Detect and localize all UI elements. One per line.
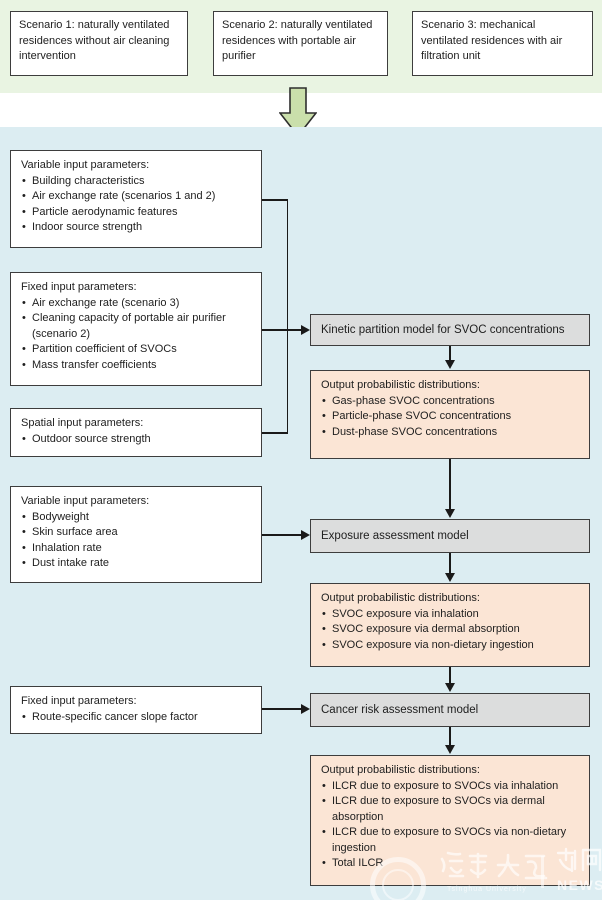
model-label: Cancer risk assessment model [321, 704, 479, 716]
bullet-item: Partition coefficient of SVOCs [21, 342, 251, 358]
input-box-spatial: Spatial input parameters: Outdoor source… [10, 408, 262, 457]
bullet-item: Skin surface area [21, 525, 251, 541]
bullet-list: Air exchange rate (scenario 3) Cleaning … [21, 296, 251, 374]
bullet-item: Outdoor source strength [21, 432, 251, 448]
connector-line [262, 199, 288, 201]
box-title: Output probabilistic distributions: [321, 764, 480, 776]
connector-line [449, 553, 451, 574]
bullet-item: Air exchange rate (scenarios 1 and 2) [21, 189, 251, 205]
box-title: Fixed input parameters: [21, 695, 137, 707]
arrowhead-down-icon [444, 360, 455, 369]
connector-line [262, 432, 288, 434]
connector-line [449, 727, 451, 746]
input-box-building: Variable input parameters: Building char… [10, 150, 262, 248]
down-arrow-icon [279, 87, 317, 137]
arrowhead-right-icon [301, 529, 310, 540]
connector-line [262, 708, 303, 710]
connector-line [449, 459, 451, 510]
connector-line [262, 534, 303, 536]
scenario-box-1: Scenario 1: naturally ventilated residen… [10, 11, 188, 76]
bullet-item: SVOC exposure via dermal absorption [321, 622, 579, 638]
box-title: Output probabilistic distributions: [321, 592, 480, 604]
bullet-item: Building characteristics [21, 174, 251, 190]
arrowhead-right-icon [301, 703, 310, 714]
connector-trunk-line [286, 199, 289, 433]
bullet-item: Mass transfer coefficients [21, 358, 251, 374]
output-box-ilcr: Output probabilistic distributions: ILCR… [310, 755, 590, 886]
bullet-list: Outdoor source strength [21, 432, 251, 448]
bullet-item: SVOC exposure via non-dietary ingestion [321, 638, 579, 654]
input-box-cancer-slope: Fixed input parameters: Route-specific c… [10, 686, 262, 734]
model-label: Exposure assessment model [321, 530, 469, 542]
bullet-list: Route-specific cancer slope factor [21, 710, 251, 726]
connector-line [449, 667, 451, 684]
model-box-kinetic-partition: Kinetic partition model for SVOC concent… [310, 314, 590, 346]
model-box-exposure-assessment: Exposure assessment model [310, 519, 590, 553]
bullet-item: Particle-phase SVOC concentrations [321, 409, 579, 425]
bullet-item: Gas-phase SVOC concentrations [321, 394, 579, 410]
output-box-concentrations: Output probabilistic distributions: Gas-… [310, 370, 590, 459]
input-box-fixed-air: Fixed input parameters: Air exchange rat… [10, 272, 262, 386]
bullet-item: Route-specific cancer slope factor [21, 710, 251, 726]
model-label: Kinetic partition model for SVOC concent… [321, 324, 565, 336]
bullet-list: SVOC exposure via inhalation SVOC exposu… [321, 607, 579, 654]
arrowhead-down-icon [444, 509, 455, 518]
input-box-bodyweight: Variable input parameters: Bodyweight Sk… [10, 486, 262, 583]
bullet-list: Bodyweight Skin surface area Inhalation … [21, 510, 251, 572]
arrowhead-down-icon [444, 683, 455, 692]
bullet-item: Air exchange rate (scenario 3) [21, 296, 251, 312]
output-box-exposure: Output probabilistic distributions: SVOC… [310, 583, 590, 667]
scenario-box-2: Scenario 2: naturally ventilated residen… [213, 11, 388, 76]
box-title: Variable input parameters: [21, 159, 150, 171]
bullet-item: ILCR due to exposure to SVOCs via inhala… [321, 779, 579, 795]
bullet-item: ILCR due to exposure to SVOCs via dermal… [321, 794, 579, 825]
box-title: Output probabilistic distributions: [321, 379, 480, 391]
bullet-item: Dust-phase SVOC concentrations [321, 425, 579, 441]
scenario-2-label: Scenario 2: naturally ventilated residen… [222, 19, 373, 62]
bullet-item: SVOC exposure via inhalation [321, 607, 579, 623]
bullet-item: Indoor source strength [21, 220, 251, 236]
scenario-3-label: Scenario 3: mechanical ventilated reside… [421, 19, 563, 62]
arrowhead-down-icon [444, 745, 455, 754]
bullet-item: ILCR due to exposure to SVOCs via non-di… [321, 825, 579, 856]
connector-line [262, 329, 303, 331]
arrowhead-right-icon [301, 324, 310, 335]
bullet-list: Gas-phase SVOC concentrations Particle-p… [321, 394, 579, 441]
connector-line [449, 346, 451, 361]
bullet-item: Cleaning capacity of portable air purifi… [21, 311, 251, 342]
bullet-list: Building characteristics Air exchange ra… [21, 174, 251, 236]
scenario-1-label: Scenario 1: naturally ventilated residen… [19, 19, 170, 62]
arrowhead-down-icon [444, 573, 455, 582]
scenario-box-3: Scenario 3: mechanical ventilated reside… [412, 11, 593, 76]
bullet-list: ILCR due to exposure to SVOCs via inhala… [321, 779, 579, 872]
box-title: Variable input parameters: [21, 495, 150, 507]
bullet-item: Total ILCR [321, 856, 579, 872]
bullet-item: Particle aerodynamic features [21, 205, 251, 221]
bullet-item: Inhalation rate [21, 541, 251, 557]
bullet-item: Bodyweight [21, 510, 251, 526]
bullet-item: Dust intake rate [21, 556, 251, 572]
model-box-cancer-risk: Cancer risk assessment model [310, 693, 590, 727]
box-title: Spatial input parameters: [21, 417, 144, 429]
box-title: Fixed input parameters: [21, 281, 137, 293]
